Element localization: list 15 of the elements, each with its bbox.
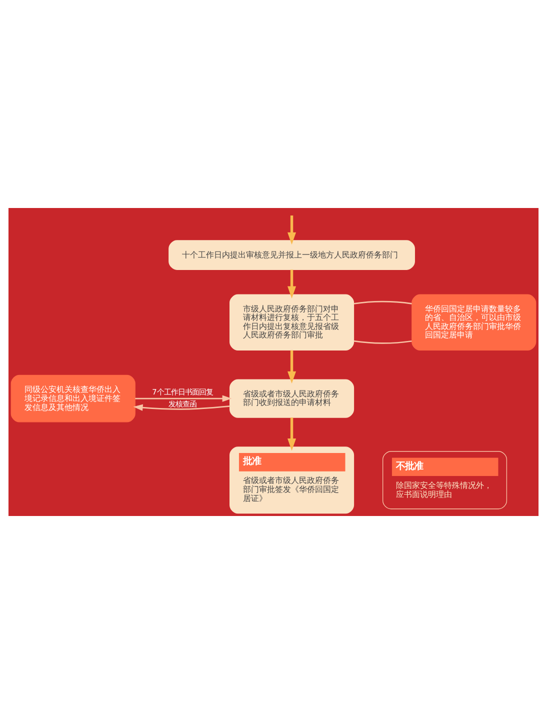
node-box: 同级公安机关核查华侨出入境记录信息和出入境证件签发信息及其他情况 — [10, 374, 136, 422]
arrow — [288, 417, 296, 450]
node-box: 市级人民政府侨务部门对申请材料进行复核，于五个工作日内提出复核意见报省级人民政府侨务部门审批 — [230, 294, 354, 350]
node-box: 省级或者市级人民政府侨务部门收到报送的申请材料 — [230, 378, 354, 418]
node-box: 十个工作日内提出审核意见并报上一级地方人民政府侨务部门 — [168, 240, 415, 270]
connector — [354, 340, 412, 344]
arrow — [135, 394, 232, 402]
node-box: 华侨回国定居申请数量较多的省、自治区，可以由市级人民政府侨务部门审批华侨回国定居申请 — [412, 294, 536, 350]
node-box: 批准 省级或者市级人民政府侨务部门审批签发《华侨回国定居证》 — [230, 446, 354, 514]
arrow — [288, 269, 296, 298]
arrow — [288, 215, 296, 244]
connector — [354, 300, 412, 304]
arrow — [288, 350, 296, 384]
arrow — [133, 404, 230, 410]
node-box: 不批准 除国家安全等特殊情况外，应书面说明理由 — [382, 450, 508, 509]
